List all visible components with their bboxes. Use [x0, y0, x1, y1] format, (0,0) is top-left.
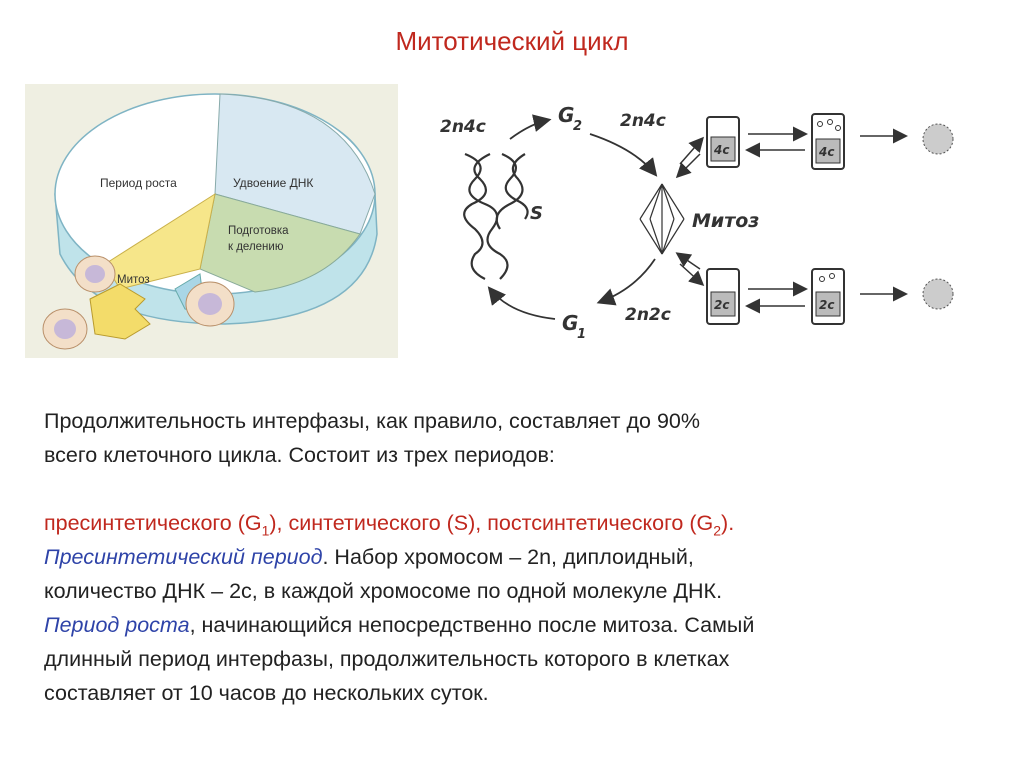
pie-label-prep-2: к делению: [228, 241, 284, 253]
g1-right-label: 2n2c: [625, 305, 671, 325]
pie-label-dna: Удвоение ДНК: [233, 176, 313, 190]
body-text: Продолжительность интерфазы, как правило…: [44, 404, 994, 710]
paragraph-1-line-1: Продолжительность интерфазы, как правило…: [44, 409, 700, 433]
svg-text:1: 1: [577, 327, 586, 342]
longest-period-line-2: составляет от 10 часов до нескольких сут…: [44, 681, 489, 705]
pie-label-growth: Период роста: [100, 176, 177, 190]
svg-text:2: 2: [573, 119, 582, 134]
growth-term: Период роста: [44, 613, 190, 637]
growth-line: Период роста, начинающийся непосредствен…: [44, 613, 755, 637]
mitosis-label: Митоз: [692, 210, 759, 232]
mitotic-cycle-diagram: 2n4c G 2 2n4c S Митоз G 1 2n2c: [430, 84, 990, 364]
g2-ploidy-label: 2n4c: [440, 117, 486, 137]
s-phase-label: S: [530, 203, 543, 224]
periods-line: пресинтетического (G1), синтетического (…: [44, 511, 735, 539]
g2-label: G: [558, 103, 574, 127]
paragraph-1-line-2: всего клеточного цикла. Состоит из трех …: [44, 443, 555, 467]
spindle-icon: [639, 183, 685, 255]
slide-title: Митотический цикл: [395, 26, 629, 56]
pie-label-prep-1: Подготовка: [228, 225, 289, 237]
dna-amount-line: количество ДНК – 2с, в каждой хромосоме …: [44, 579, 723, 603]
box-bottom-a: 2c: [714, 298, 729, 312]
presynthetic-line: Пресинтетический период. Набор хромосом …: [44, 545, 694, 569]
pie-label-mitosis: Митоз: [117, 274, 150, 286]
g2-right-label: 2n4c: [620, 111, 666, 131]
longest-period-line-1: длинный период интерфазы, продолжительно…: [44, 647, 730, 671]
dna-helix-icon: [463, 152, 529, 280]
presynthetic-term: Пресинтетический период: [44, 545, 323, 569]
box-bottom-b: 2c: [819, 298, 834, 312]
box-top-a: 4c: [713, 143, 729, 157]
box-top-b: 4c: [818, 145, 834, 159]
cell-cycle-pie-figure: Период роста Удвоение ДНК Подготовка к д…: [25, 84, 398, 358]
g1-label: G: [562, 311, 578, 335]
